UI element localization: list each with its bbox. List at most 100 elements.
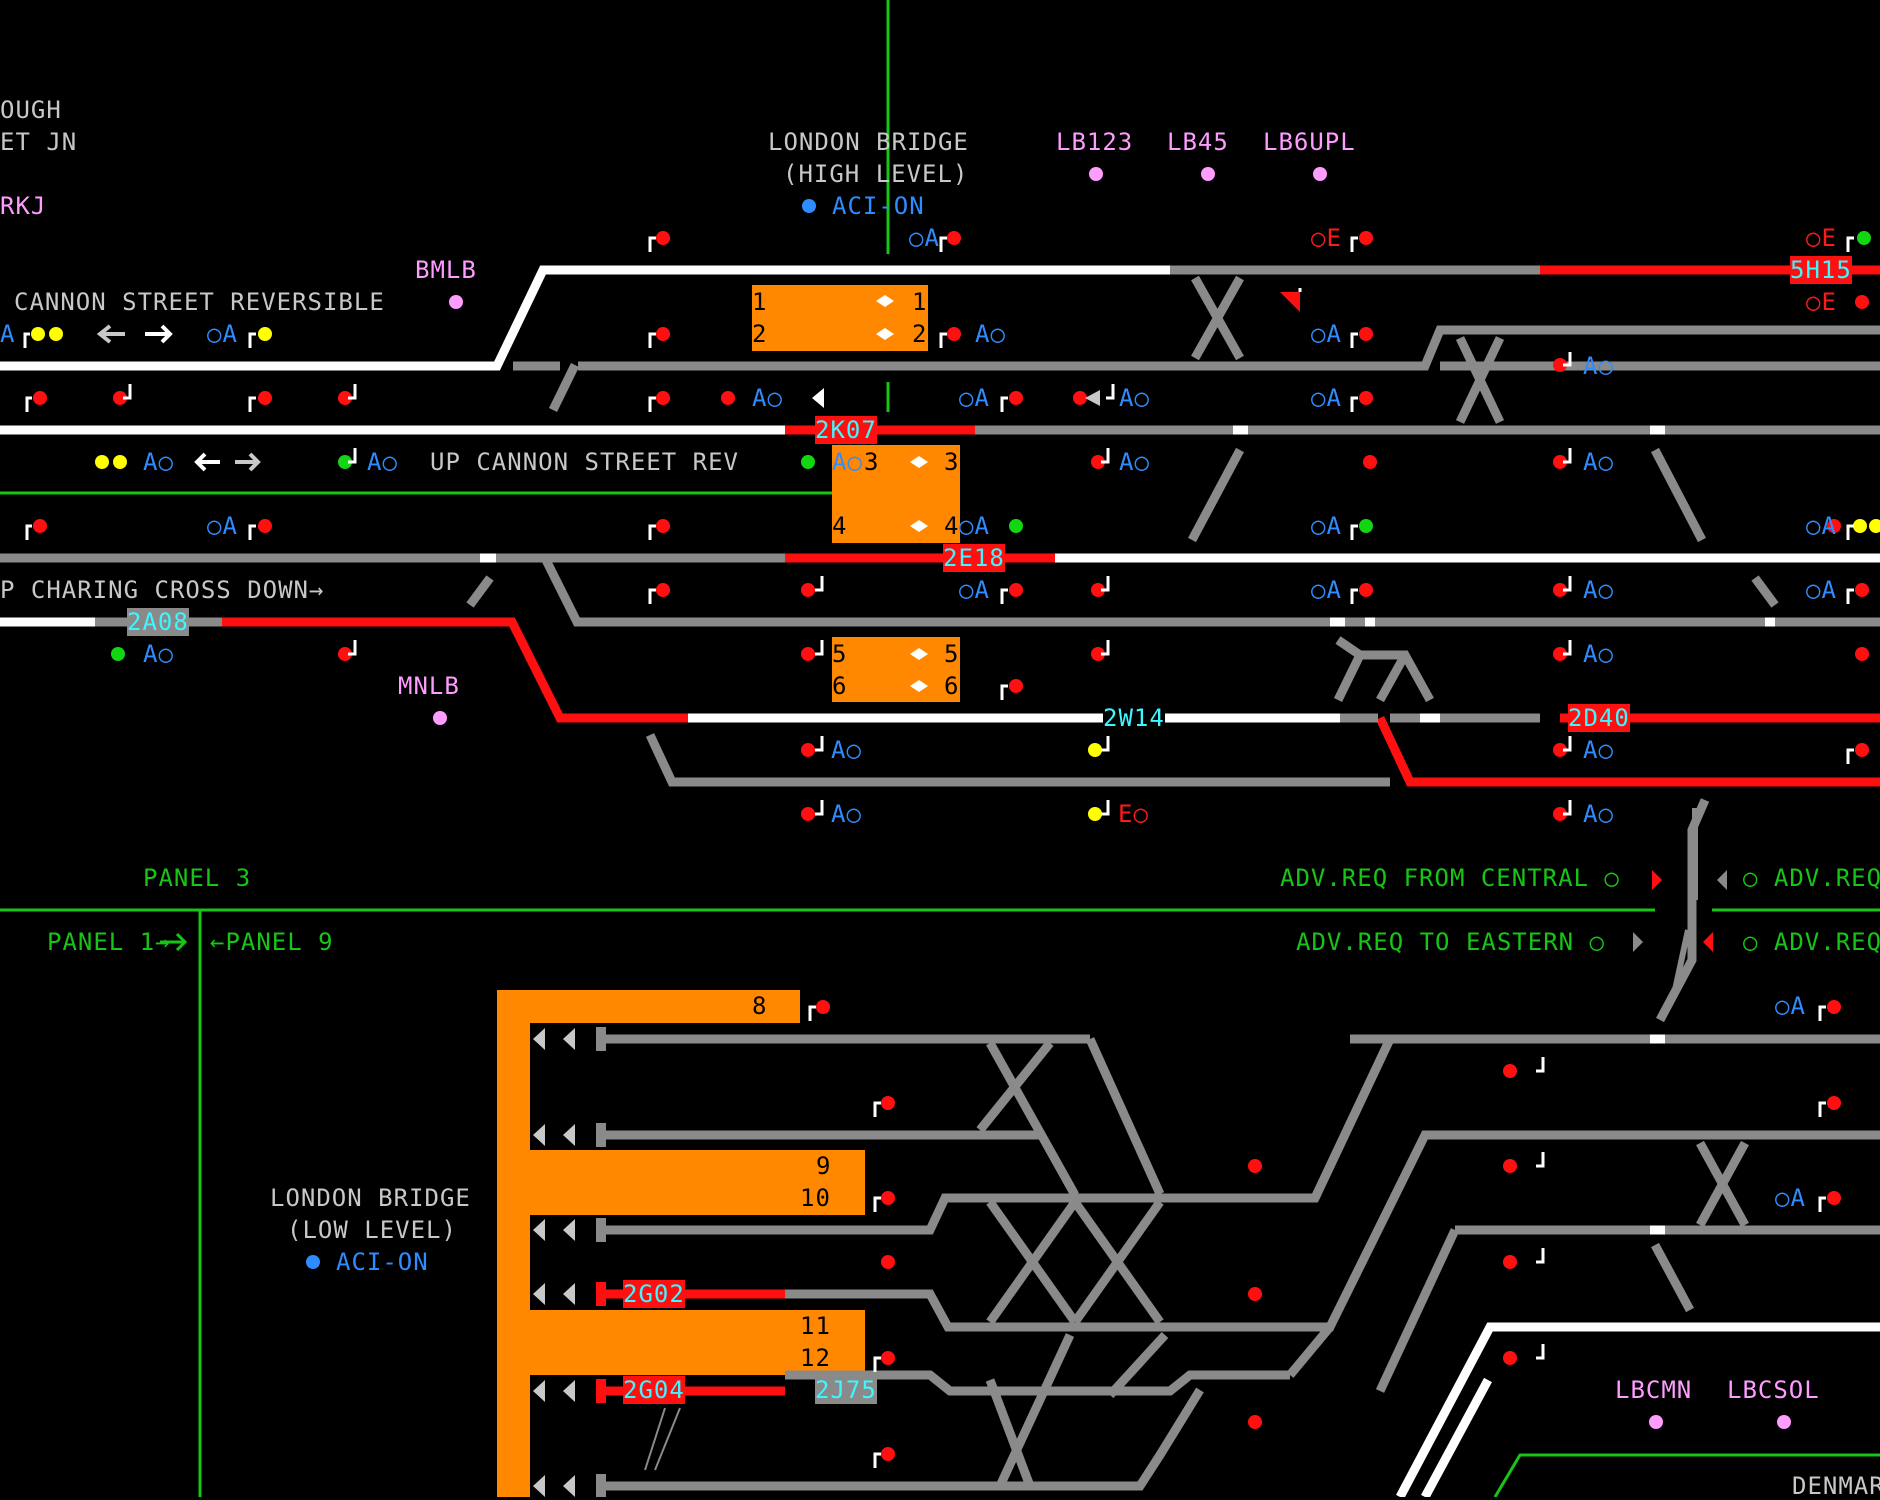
- signal-red[interactable]: [881, 1255, 895, 1269]
- auto-button[interactable]: ○E: [1311, 224, 1342, 252]
- signal-red[interactable]: [1827, 1096, 1841, 1110]
- auto-button[interactable]: ○A: [1311, 576, 1342, 604]
- signal-red[interactable]: [656, 519, 670, 533]
- auto-button[interactable]: A○: [143, 640, 174, 668]
- signal-red[interactable]: [947, 231, 961, 245]
- signal-red[interactable]: [721, 391, 735, 405]
- auto-button[interactable]: ○A: [959, 384, 990, 412]
- signal-yellow[interactable]: [1853, 519, 1867, 533]
- signal-red[interactable]: [1009, 583, 1023, 597]
- auto-button[interactable]: A○: [1119, 448, 1150, 476]
- signal-red[interactable]: [656, 583, 670, 597]
- signal-red[interactable]: [1363, 455, 1377, 469]
- auto-button[interactable]: A○: [1583, 448, 1614, 476]
- train-berth[interactable]: 5H15: [1790, 256, 1852, 284]
- signal-yellow[interactable]: [31, 327, 45, 341]
- panel-link[interactable]: ←PANEL 9: [210, 928, 334, 956]
- auto-button[interactable]: ○A: [1311, 512, 1342, 540]
- auto-button[interactable]: A○: [831, 800, 862, 828]
- signal-green[interactable]: [1857, 231, 1871, 245]
- auto-button[interactable]: ○A: [1806, 512, 1837, 540]
- panel-link[interactable]: PANEL 1→: [47, 928, 171, 956]
- signal-green[interactable]: [1359, 519, 1373, 533]
- auto-button[interactable]: ○A: [959, 512, 990, 540]
- signal-red[interactable]: [1503, 1255, 1517, 1269]
- signal-red[interactable]: [947, 327, 961, 341]
- signal-red[interactable]: [113, 391, 127, 405]
- signal-red[interactable]: [881, 1191, 895, 1205]
- auto-button[interactable]: ○A: [207, 512, 238, 540]
- signal-red[interactable]: [801, 807, 815, 821]
- signal-red[interactable]: [1553, 455, 1567, 469]
- auto-button[interactable]: A○: [1583, 352, 1614, 380]
- signal-red[interactable]: [1359, 231, 1373, 245]
- adv-req-label[interactable]: ADV.REQ TO EASTERN ○: [1296, 928, 1605, 956]
- auto-button[interactable]: A○: [1583, 576, 1614, 604]
- signal-green[interactable]: [111, 647, 125, 661]
- signal-red[interactable]: [1855, 743, 1869, 757]
- auto-button[interactable]: A○: [143, 448, 174, 476]
- signal-red[interactable]: [881, 1096, 895, 1110]
- adv-req-label[interactable]: ○ ADV.REQ: [1743, 928, 1880, 956]
- auto-button[interactable]: ○A: [1806, 576, 1837, 604]
- signal-red[interactable]: [1827, 519, 1841, 533]
- signal-yellow[interactable]: [1869, 519, 1880, 533]
- train-berth[interactable]: 2W14: [1103, 704, 1165, 732]
- signal-red[interactable]: [1359, 583, 1373, 597]
- train-berth[interactable]: 2E18: [943, 544, 1005, 572]
- signal-red[interactable]: [656, 231, 670, 245]
- auto-button[interactable]: A○: [1583, 640, 1614, 668]
- auto-button[interactable]: ○A: [1311, 384, 1342, 412]
- signal-red[interactable]: [1503, 1351, 1517, 1365]
- auto-button[interactable]: A○: [367, 448, 398, 476]
- auto-button[interactable]: ○A: [1311, 320, 1342, 348]
- signal-yellow[interactable]: [49, 327, 63, 341]
- signal-red[interactable]: [881, 1447, 895, 1461]
- signal-green[interactable]: [1009, 519, 1023, 533]
- train-berth[interactable]: 2G02: [623, 1280, 685, 1308]
- signal-red[interactable]: [1855, 295, 1869, 309]
- signal-yellow[interactable]: [113, 455, 127, 469]
- signal-red[interactable]: [338, 647, 352, 661]
- signal-red[interactable]: [1553, 358, 1567, 372]
- signal-green[interactable]: [338, 455, 352, 469]
- signal-red[interactable]: [1503, 1064, 1517, 1078]
- signal-red[interactable]: [801, 743, 815, 757]
- signal-red[interactable]: [1553, 807, 1567, 821]
- signal-red[interactable]: [1248, 1415, 1262, 1429]
- signal-red[interactable]: [1091, 455, 1105, 469]
- signal-red[interactable]: [1855, 647, 1869, 661]
- signal-red[interactable]: [1553, 583, 1567, 597]
- auto-button[interactable]: A: [0, 320, 16, 348]
- auto-button[interactable]: ○E: [1806, 224, 1837, 252]
- auto-button[interactable]: A○: [752, 384, 783, 412]
- auto-button[interactable]: A○: [1583, 736, 1614, 764]
- auto-button[interactable]: ○A: [1775, 992, 1806, 1020]
- auto-button[interactable]: A○: [831, 736, 862, 764]
- signal-red[interactable]: [881, 1351, 895, 1365]
- train-berth[interactable]: 2A08: [127, 608, 189, 636]
- train-berth[interactable]: 2G04: [623, 1376, 685, 1404]
- auto-button[interactable]: A○: [1583, 800, 1614, 828]
- signal-green[interactable]: [801, 455, 815, 469]
- auto-button[interactable]: ○A: [909, 224, 940, 252]
- signal-red[interactable]: [1553, 743, 1567, 757]
- auto-button[interactable]: A○: [1119, 384, 1150, 412]
- adv-req-label[interactable]: ○ ADV.REQ: [1743, 864, 1880, 892]
- auto-button[interactable]: A○: [975, 320, 1006, 348]
- auto-button[interactable]: ○A: [1775, 1184, 1806, 1212]
- signal-red[interactable]: [656, 391, 670, 405]
- signal-red[interactable]: [816, 1000, 830, 1014]
- signal-red[interactable]: [1553, 647, 1567, 661]
- signal-red[interactable]: [1248, 1287, 1262, 1301]
- auto-button[interactable]: E○: [1118, 800, 1149, 828]
- auto-button[interactable]: ○E: [1806, 288, 1837, 316]
- auto-button[interactable]: ○A: [959, 576, 990, 604]
- auto-button[interactable]: ○A: [207, 320, 238, 348]
- signal-red[interactable]: [801, 583, 815, 597]
- signal-red[interactable]: [1073, 391, 1087, 405]
- signal-red[interactable]: [338, 391, 352, 405]
- signal-red[interactable]: [1009, 391, 1023, 405]
- signal-red[interactable]: [1359, 391, 1373, 405]
- signal-red[interactable]: [1855, 583, 1869, 597]
